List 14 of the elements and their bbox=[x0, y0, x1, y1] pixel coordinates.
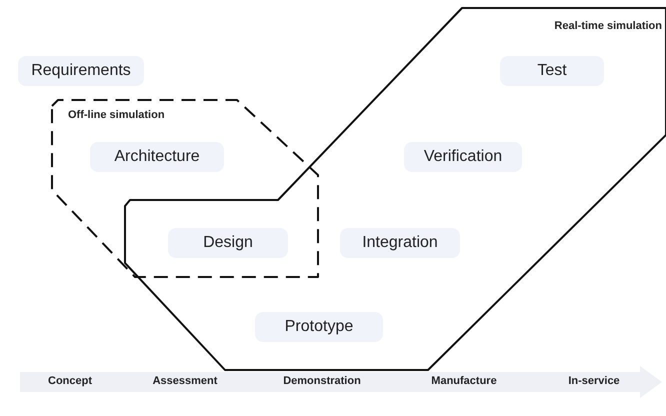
stage-label: Design bbox=[168, 228, 288, 258]
phase-label: Manufacture bbox=[430, 375, 498, 387]
stage-label: Prototype bbox=[255, 312, 383, 342]
phase-label: In-service bbox=[567, 375, 621, 387]
stage-label: Test bbox=[500, 56, 604, 86]
stage-label: Requirements bbox=[18, 56, 144, 86]
region-title: Off-line simulation bbox=[68, 109, 166, 121]
phase-label: Demonstration bbox=[282, 375, 362, 387]
stage-label: Integration bbox=[340, 228, 460, 258]
phase-label: Concept bbox=[47, 375, 93, 387]
phase-label: Assessment bbox=[152, 375, 218, 387]
region-title: Real-time simulation bbox=[553, 20, 662, 32]
stage-label: Verification bbox=[404, 142, 522, 172]
stage-label: Architecture bbox=[90, 142, 224, 172]
